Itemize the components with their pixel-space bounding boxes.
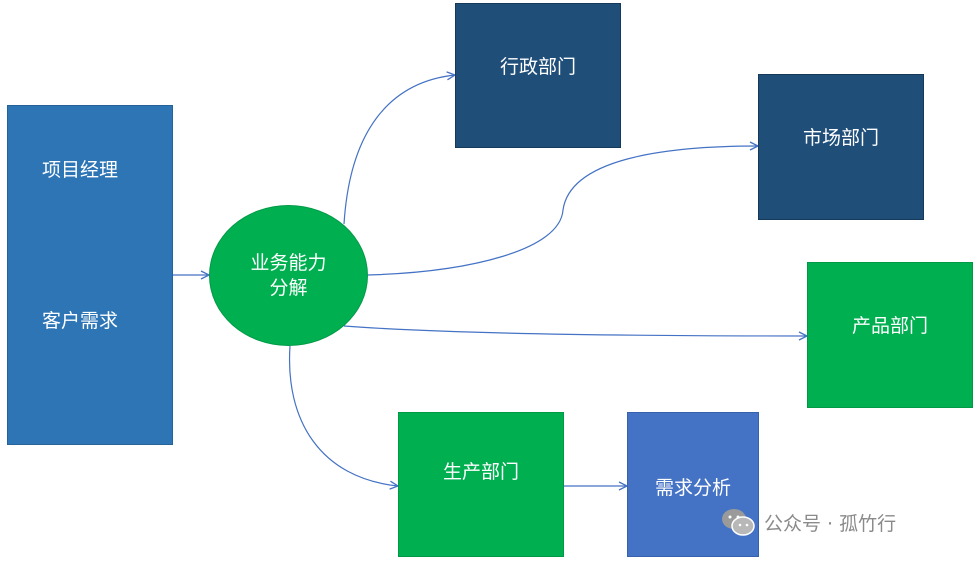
project-manager-label: 项目经理: [42, 159, 119, 181]
production-dept-label: 生产部门: [442, 461, 519, 483]
circle-label-line2: 分解: [269, 276, 308, 299]
admin-dept-label: 行政部门: [499, 56, 576, 78]
arrow-center-to-product: [343, 325, 807, 336]
wechat-icon: [722, 509, 755, 536]
market-dept-box: 市场部门: [758, 74, 924, 220]
arrow-center-to-market: [367, 146, 758, 276]
product-dept-label: 产品部门: [851, 315, 928, 337]
circle-label-line1: 业务能力: [250, 251, 327, 274]
watermark-text: 公众号 · 孤竹行: [764, 512, 897, 535]
customer-demand-label: 客户需求: [42, 310, 119, 332]
market-dept-label: 市场部门: [802, 127, 879, 149]
business-capability-circle: 业务能力 分解: [209, 205, 368, 346]
arrow-center-to-production: [288, 345, 398, 486]
product-dept-box: 产品部门: [807, 262, 973, 408]
watermark: 公众号 · 孤竹行: [720, 507, 896, 537]
project-manager-box: 项目经理 客户需求: [7, 105, 173, 445]
demand-analysis-label: 需求分析: [654, 477, 731, 499]
arrow-center-to-admin: [343, 75, 455, 225]
admin-dept-box: 行政部门: [455, 3, 621, 148]
production-dept-box: 生产部门: [398, 412, 564, 557]
